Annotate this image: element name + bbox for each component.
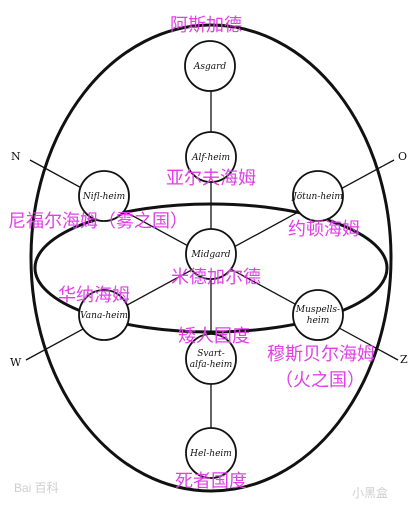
midgard-label: Midgard (190, 250, 230, 260)
compass-n: N (11, 150, 21, 163)
watermark-left: Bai 百科 (14, 481, 59, 495)
vanaheim-circle (78, 289, 130, 341)
compass-o: O (398, 150, 407, 163)
annotation-vanaheim: 华纳海姆 (58, 285, 130, 306)
annotation-muspellsheim-line2: （火之国） (275, 370, 365, 391)
annotation-midgard: 米德加尔德 (171, 267, 261, 288)
helheim-circle (185, 427, 237, 479)
compass-z: Z (400, 353, 408, 366)
annotation-muspellsheim-line1: 穆斯贝尔海姆 (267, 344, 375, 365)
annotation-helheim: 死者国度 (175, 471, 247, 492)
alfheim-label: Alf-heim (191, 153, 230, 163)
midgard-circle (185, 228, 237, 280)
annotation-svartalfaheim: 矮人国度 (178, 326, 250, 347)
jotunheim-label: Jötun-heim (291, 192, 343, 202)
muspellsheim-circle (292, 289, 344, 341)
watermark-right: 小黑盒 (352, 485, 388, 500)
svartalfaheim-circle (185, 333, 237, 385)
jotunheim-circle (292, 170, 344, 222)
svartalfaheim-label-line1: Svart- (197, 349, 225, 359)
outer-world-ellipse (29, 23, 393, 493)
alfheim-circle (185, 131, 237, 183)
asgard-label: Asgard (193, 62, 227, 72)
helheim-label: Hel-heim (189, 449, 232, 459)
asgard-circle (184, 40, 236, 92)
compass-w: W (10, 356, 22, 369)
muspellsheim-label-line2: heim (307, 316, 330, 326)
muspellsheim-label-line1: Muspells- (295, 305, 340, 315)
vanaheim-label: Vana-heim (80, 311, 128, 321)
annotation-asgard: 阿斯加德 (170, 15, 242, 36)
annotation-niflheim: 尼福尔海姆（雾之国） (8, 211, 188, 232)
niflheim-label: Nifl-heim (82, 192, 125, 202)
niflheim-circle (78, 170, 130, 222)
svartalfaheim-label-line2: alfa-heim (190, 360, 233, 370)
annotation-jotunheim: 约顿海姆 (288, 219, 360, 240)
annotation-alfheim: 亚尔夫海姆 (166, 168, 256, 189)
